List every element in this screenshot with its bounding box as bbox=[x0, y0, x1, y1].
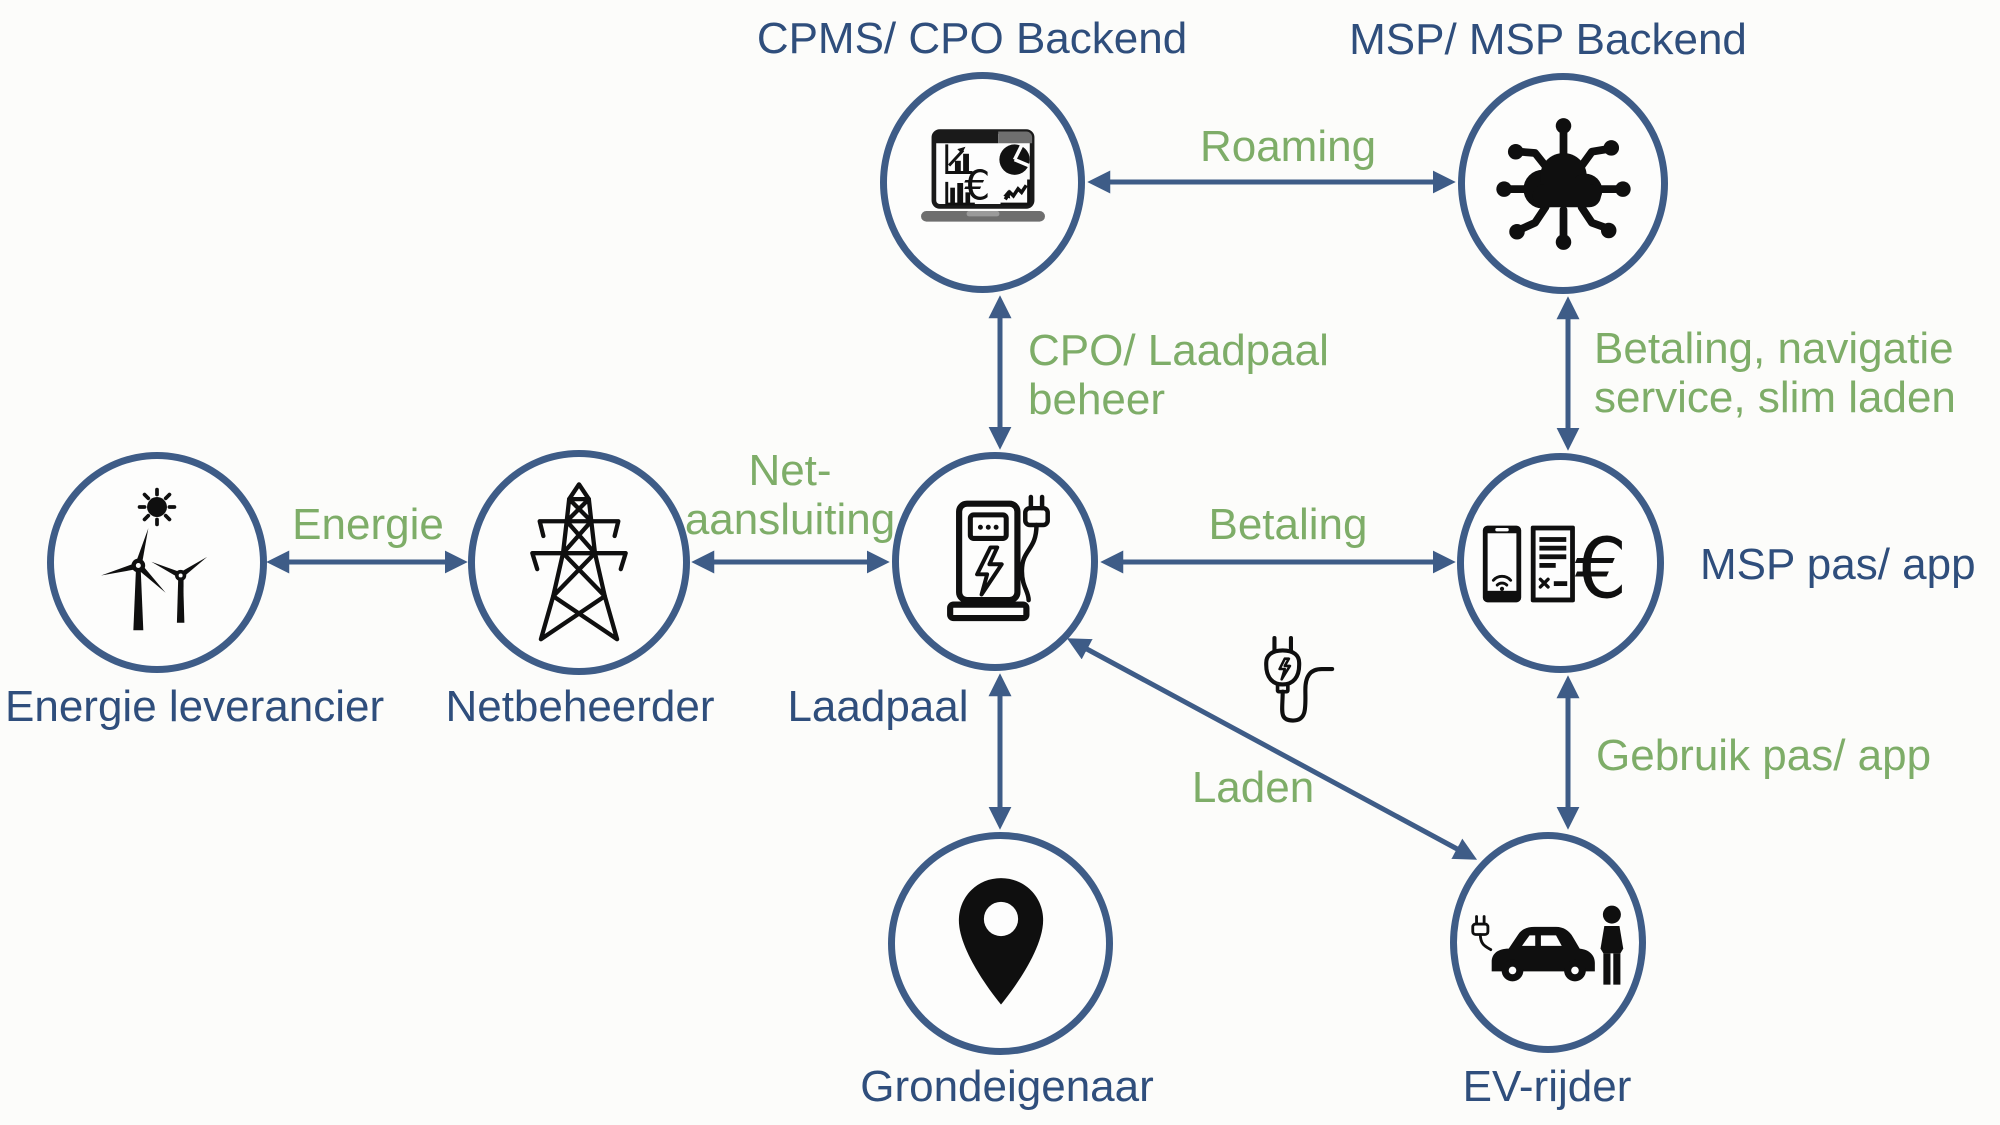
node-label-energie-leverancier: Energie leverancier bbox=[5, 682, 385, 731]
edge-label-betaling: Betaling bbox=[1208, 500, 1368, 549]
node-label-ev-rijder: EV-rijder bbox=[1462, 1062, 1632, 1111]
node-label-msp-pas-app: MSP pas/ app bbox=[1700, 540, 1976, 589]
node-grondeigenaar bbox=[888, 832, 1113, 1055]
euro-glyph: € bbox=[964, 161, 990, 209]
node-laadpaal bbox=[892, 452, 1098, 671]
node-msp-backend bbox=[1458, 73, 1668, 294]
node-label-msp-backend: MSP/ MSP Backend bbox=[1349, 15, 1747, 64]
charging-station-icon bbox=[947, 494, 1050, 621]
edge-label-netaansluiting: Net- aansluiting bbox=[640, 446, 940, 544]
edge-label-line: Betaling, navigatie bbox=[1594, 324, 1954, 373]
edge-label-energie: Energie bbox=[292, 500, 444, 549]
edge-laden bbox=[1066, 638, 1478, 860]
edge-label-line: beheer bbox=[1028, 375, 1166, 424]
power-plug-icon bbox=[1243, 634, 1343, 742]
laptop-analytics-icon: € bbox=[920, 128, 1045, 222]
edge-label-line: aansluiting bbox=[684, 495, 896, 544]
wind-turbines-sun-icon bbox=[101, 487, 208, 630]
edge-label-roaming: Roaming bbox=[1199, 122, 1377, 171]
phone-card-euro-icon: € bbox=[1482, 522, 1627, 610]
node-label-laadpaal: Laadpaal bbox=[787, 682, 969, 731]
cloud-network-icon bbox=[1495, 117, 1631, 250]
node-netbeheerder bbox=[468, 450, 690, 675]
node-energie-leverancier bbox=[47, 452, 267, 673]
edge-label-line: service, slim laden bbox=[1594, 373, 1956, 422]
edge-label-line: CPO/ Laadpaal bbox=[1028, 326, 1329, 375]
map-pin-icon bbox=[958, 877, 1043, 1005]
node-ev-rijder bbox=[1450, 832, 1646, 1053]
edge-label-betaling-navigatie: Betaling, navigatie service, slim laden bbox=[1594, 324, 1956, 422]
edge-label-gebruik-pas-app: Gebruik pas/ app bbox=[1596, 731, 1932, 780]
node-msp-pas-app: € bbox=[1457, 453, 1664, 673]
edge-label-cpo-laadpaal-beheer: CPO/ Laadpaal beheer bbox=[1028, 326, 1329, 424]
node-label-cpms-cpo-backend: CPMS/ CPO Backend bbox=[756, 14, 1188, 63]
node-label-grondeigenaar: Grondeigenaar bbox=[860, 1062, 1154, 1111]
transmission-tower-icon bbox=[530, 481, 628, 641]
edge-label-laden: Laden bbox=[1191, 763, 1315, 812]
ev-car-driver-icon bbox=[1471, 905, 1624, 985]
node-label-netbeheerder: Netbeheerder bbox=[445, 682, 715, 731]
node-cpms-cpo-backend: € bbox=[880, 72, 1085, 293]
edge-label-line: Net- bbox=[748, 446, 832, 495]
euro-glyph: € bbox=[1574, 522, 1626, 610]
